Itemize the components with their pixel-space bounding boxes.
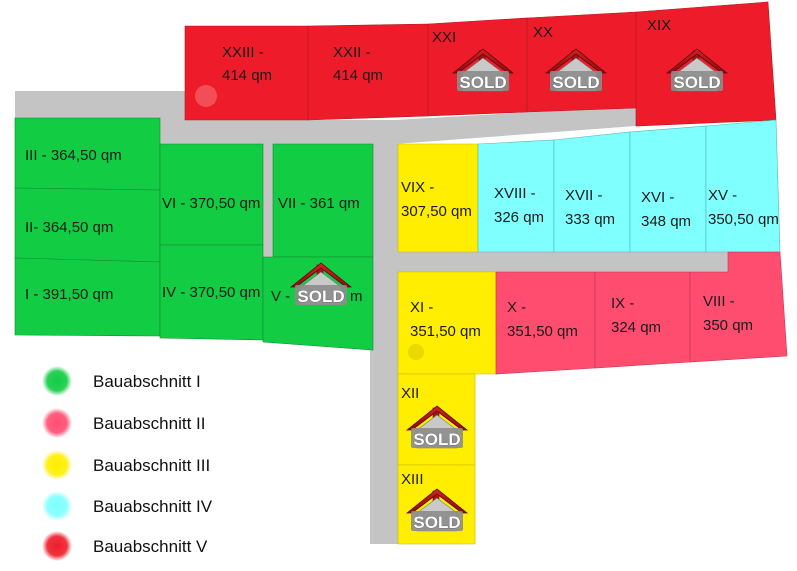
roads [15, 91, 728, 544]
plot-xx-number: XX [533, 24, 553, 41]
plot-v-suffix: m [350, 288, 363, 305]
road-west-spur [263, 144, 273, 257]
marker-dot [408, 344, 424, 360]
phase-5-plots [184, 1, 777, 127]
plot-i-label: I - 391,50 qm [25, 286, 113, 303]
plot-iii-label: III - 364,50 qm [25, 147, 122, 164]
sold-house-icon: SOLD [666, 48, 728, 92]
sold-label: SOLD [552, 73, 599, 92]
plot-xi-line1: XI - [410, 299, 433, 316]
sold-house-icon: SOLD [545, 48, 607, 92]
plot-vii-label: VII - 361 qm [278, 195, 360, 212]
legend-swatch-phase-2 [42, 408, 72, 438]
legend-swatch-phase-3 [42, 450, 72, 480]
plot-xiii-number: XIII [401, 471, 424, 488]
plot-viii-line1: VIII - [703, 293, 735, 310]
marker-dot [195, 85, 217, 107]
sold-house-icon: SOLD [406, 405, 468, 449]
plot-labels: XXIII - 414 qm XXII - 414 qm XXI XX XIX … [25, 17, 779, 488]
plot-viii-line2: 350 qm [703, 317, 753, 334]
legend-swatch-phase-1 [42, 366, 72, 396]
plot-xv-line1: XV - [708, 187, 737, 204]
plot-xvii-line2: 333 qm [565, 211, 615, 228]
plot-ii-label: II- 364,50 qm [25, 219, 113, 236]
plot-xxi-number: XXI [432, 29, 456, 46]
plot-xv-line2: 350,50 qm [708, 211, 779, 228]
plot-xxiii-line1: XXIII - [222, 44, 264, 61]
legend-label-phase-3: Bauabschnitt III [93, 456, 210, 475]
plot-xviii-line1: XVIII - [494, 185, 536, 202]
road-main-south [370, 144, 398, 544]
plot-xxii-line2: 414 qm [333, 67, 383, 84]
plot-xvii-line1: XVII - [565, 187, 603, 204]
sold-label: SOLD [413, 513, 460, 532]
plot-vix-line2: 307,50 qm [401, 203, 472, 220]
legend-label-phase-5: Bauabschnitt V [93, 537, 208, 556]
sold-label: SOLD [297, 287, 344, 306]
plot-xxiii-line2: 414 qm [222, 67, 272, 84]
sold-house-icon: SOLD [290, 262, 352, 306]
legend-swatch-phase-5 [42, 531, 72, 561]
plot-xvi-line1: XVI - [641, 189, 674, 206]
plot-iv-label: IV - 370,50 qm [162, 284, 260, 301]
sold-house-icon: SOLD [406, 488, 468, 532]
sold-label: SOLD [459, 73, 506, 92]
legend-label-phase-4: Bauabschnitt IV [93, 497, 213, 516]
sold-house-icon: SOLD [452, 48, 514, 92]
plot-ix-line2: 324 qm [611, 319, 661, 336]
road-east [398, 252, 728, 272]
plot-xix-number: XIX [647, 17, 671, 34]
plot-xxii-line1: XXII - [333, 44, 371, 61]
legend: Bauabschnitt I Bauabschnitt II Bauabschn… [42, 366, 213, 561]
phase-2-plots [495, 251, 788, 375]
plot-v-prefix: V - [271, 288, 290, 305]
plot-vix-line1: VIX - [401, 179, 434, 196]
plot-x-line2: 351,50 qm [507, 323, 578, 340]
phase-1-plots [14, 117, 374, 351]
sold-markers: SOLD SOLD SOLD SOLD SOLD SOLD [290, 48, 728, 532]
plot-xii-number: XII [401, 385, 419, 402]
plot-xvi-line2: 348 qm [641, 213, 691, 230]
legend-label-phase-2: Bauabschnitt II [93, 414, 205, 433]
plot-vix[interactable] [397, 143, 479, 253]
plot-xi-line2: 351,50 qm [410, 323, 481, 340]
sold-label: SOLD [413, 430, 460, 449]
legend-label-phase-1: Bauabschnitt I [93, 372, 201, 391]
sold-label: SOLD [673, 73, 720, 92]
road-north [15, 91, 636, 144]
legend-swatch-phase-4 [42, 491, 72, 521]
plot-ix-line1: IX - [611, 295, 634, 312]
plot-x-line1: X - [507, 299, 526, 316]
plot-viii[interactable] [689, 251, 788, 363]
phase-4-plots [477, 119, 781, 253]
plot-xviii-line2: 326 qm [494, 209, 544, 226]
plot-vi-label: VI - 370,50 qm [162, 195, 260, 212]
plot-xv[interactable] [705, 119, 781, 253]
